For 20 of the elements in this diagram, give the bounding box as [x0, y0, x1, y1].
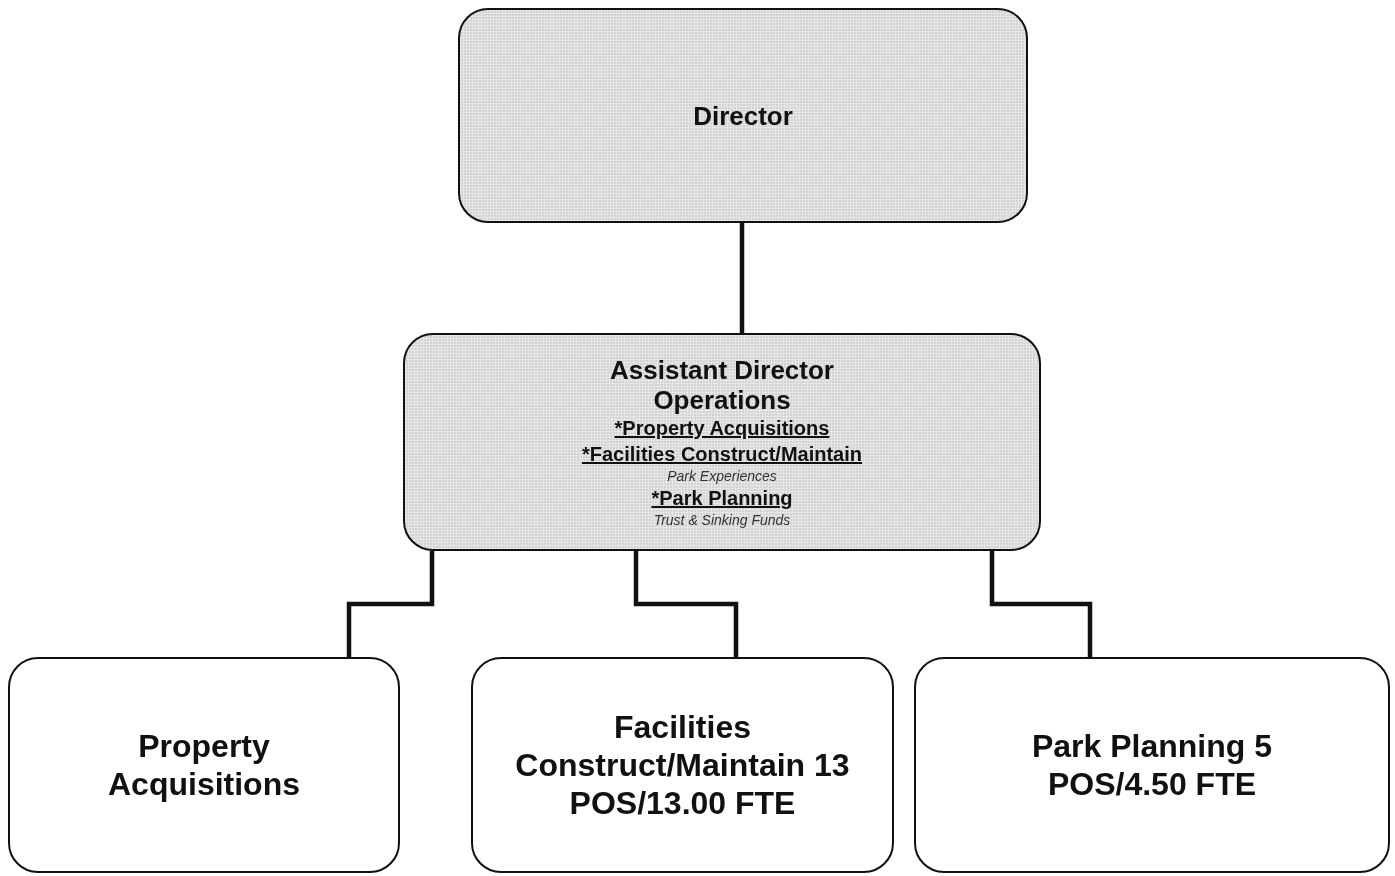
unit-text: *Park Planning: [651, 486, 793, 511]
connector-line: [346, 551, 435, 657]
org-box: [403, 333, 1041, 551]
title-text: Assistant Director: [610, 355, 834, 385]
unit-text: *Facilities Construct/Maintain: [581, 442, 863, 467]
org-box: [471, 657, 894, 873]
note-text: Park Experiences: [667, 467, 777, 485]
title-text: Director: [693, 100, 793, 131]
title-text: Park Planning 5 POS/4.50 FTE: [1030, 727, 1274, 803]
unit-text: *Property Acquisitions: [614, 416, 830, 441]
connector-line: [739, 223, 745, 333]
org-box: [8, 657, 400, 873]
connector-line: [989, 551, 1093, 657]
org-box: [914, 657, 1390, 873]
org-box: [458, 8, 1028, 223]
title-text: Property Acquisitions: [107, 727, 301, 803]
title-text: Operations: [653, 385, 791, 415]
title-text: Facilities Construct/Maintain 13 POS/13.00 FTE: [514, 708, 851, 822]
note-text: Trust & Sinking Funds: [653, 511, 791, 529]
connector-line: [633, 551, 739, 657]
